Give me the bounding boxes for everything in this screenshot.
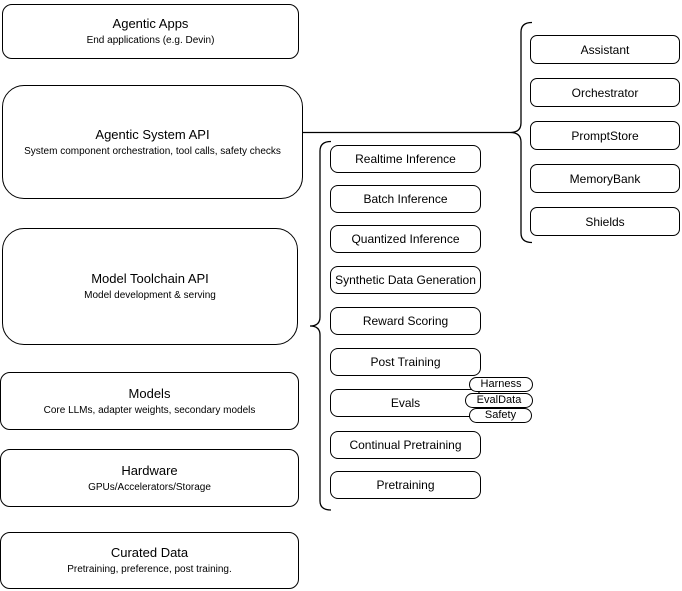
node-title: Agentic System API (95, 126, 210, 142)
node-model-toolchain-api: Model Toolchain API Model development & … (2, 228, 298, 345)
node-hardware: Hardware GPUs/Accelerators/Storage (0, 449, 299, 507)
node-label: Quantized Inference (351, 232, 460, 246)
node-realtime-inference: Realtime Inference (330, 145, 481, 173)
node-label: Batch Inference (363, 192, 448, 206)
node-label: Post Training (370, 355, 441, 369)
node-assistant: Assistant (530, 35, 680, 64)
node-subtitle: Core LLMs, adapter weights, secondary mo… (43, 404, 256, 416)
node-reward-scoring: Reward Scoring (330, 307, 481, 335)
node-subtitle: GPUs/Accelerators/Storage (88, 481, 211, 493)
node-evals: Evals (330, 389, 481, 417)
tag-label: Harness (480, 378, 522, 390)
node-orchestrator: Orchestrator (530, 78, 680, 107)
node-label: Reward Scoring (362, 314, 449, 328)
node-memorybank: MemoryBank (530, 164, 680, 193)
node-title: Curated Data (110, 545, 189, 560)
node-subtitle: Pretraining, preference, post training. (67, 564, 232, 575)
node-subtitle: Model development & serving (84, 290, 216, 301)
node-label: Continual Pretraining (349, 438, 462, 452)
node-models: Models Core LLMs, adapter weights, secon… (0, 372, 299, 430)
node-post-training: Post Training (330, 348, 481, 376)
node-continual-pretraining: Continual Pretraining (330, 431, 481, 459)
node-quantized-inference: Quantized Inference (330, 225, 481, 253)
tag-evaldata: EvalData (465, 393, 533, 408)
node-label: Realtime Inference (355, 152, 456, 166)
node-label: Shields (585, 214, 625, 229)
tag-label: Safety (484, 409, 517, 421)
toolchain-brace (309, 140, 332, 511)
node-label: Synthetic Data Generation (335, 273, 476, 287)
node-label: Assistant (580, 42, 630, 57)
node-label: Orchestrator (571, 85, 639, 100)
node-pretraining: Pretraining (330, 471, 481, 499)
node-agentic-apps: Agentic Apps End applications (e.g. Devi… (2, 4, 299, 59)
node-curated-data: Curated Data Pretraining, preference, po… (0, 532, 299, 589)
node-subtitle: System component orchestration, tool cal… (24, 145, 281, 157)
node-title: Models (128, 385, 171, 401)
node-shields: Shields (530, 207, 680, 236)
node-label: PromptStore (571, 128, 639, 143)
node-batch-inference: Batch Inference (330, 185, 481, 213)
node-title: Model Toolchain API (91, 271, 209, 286)
node-agentic-system-api: Agentic System API System component orch… (2, 85, 303, 199)
node-promptstore: PromptStore (530, 121, 680, 150)
node-label: Evals (390, 396, 421, 410)
node-subtitle: End applications (e.g. Devin) (86, 35, 215, 46)
tag-harness: Harness (469, 377, 533, 392)
node-label: MemoryBank (569, 171, 641, 186)
node-title: Hardware (121, 462, 178, 478)
system-components-brace (509, 21, 533, 244)
tag-safety: Safety (469, 408, 532, 423)
node-synthetic-data-generation: Synthetic Data Generation (330, 266, 481, 294)
node-label: Pretraining (376, 478, 435, 492)
node-title: Agentic Apps (112, 16, 189, 31)
tag-label: EvalData (476, 394, 522, 406)
